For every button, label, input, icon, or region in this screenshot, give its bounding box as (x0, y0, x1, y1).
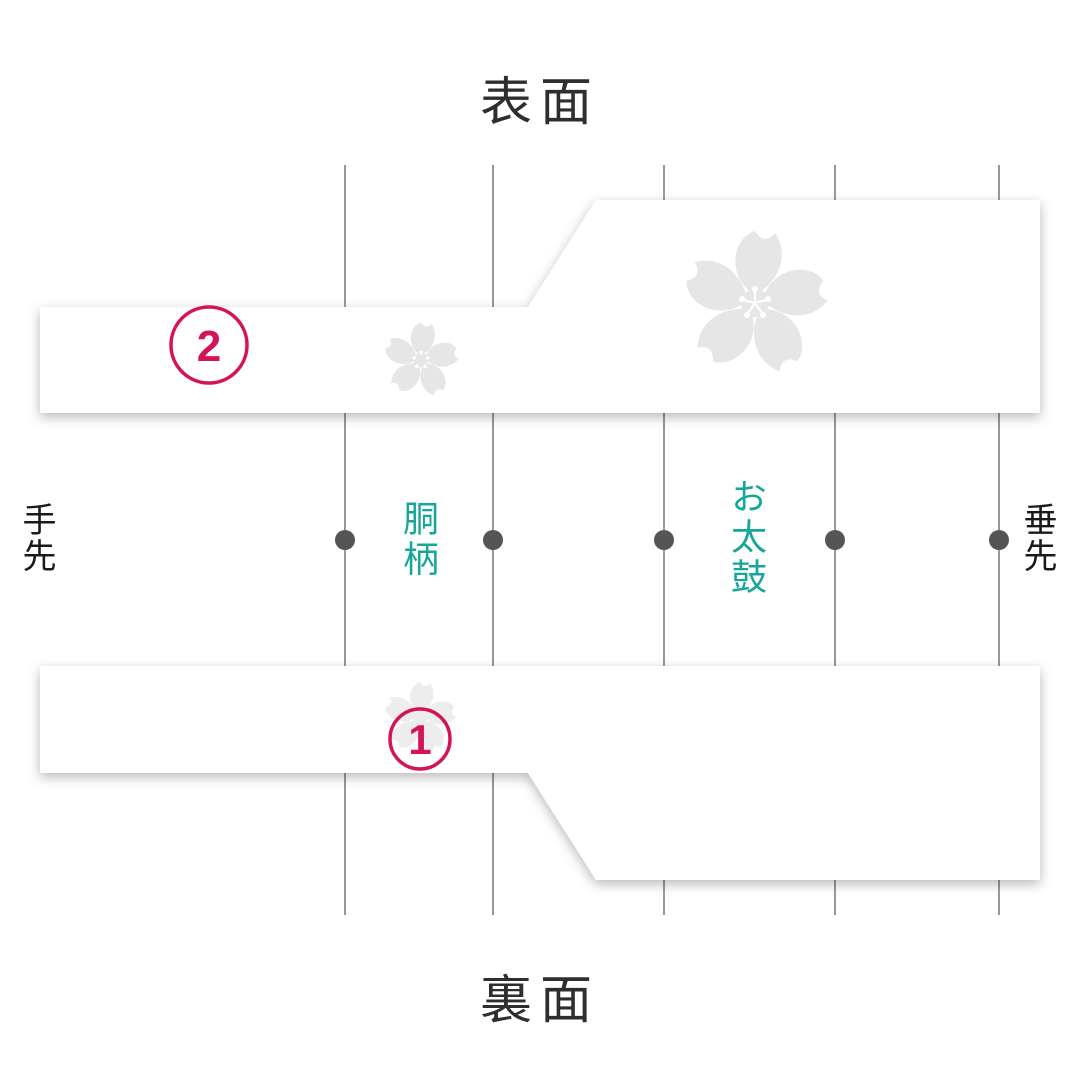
marker-1: 1 (388, 707, 452, 771)
front-obi-band (40, 200, 1040, 413)
right-end-label: 垂先 (1017, 502, 1057, 574)
large-sakura-icon (686, 231, 828, 372)
guide-dot-4 (825, 530, 845, 550)
back-sakura-icon (385, 682, 457, 753)
front-side-title: 表面 (479, 73, 600, 133)
back-obi-band (40, 666, 1040, 880)
left-end-label: 手先 (16, 502, 56, 574)
guide-dots (335, 530, 1009, 550)
guide-dot-1 (335, 530, 355, 550)
marker-2: 2 (169, 305, 249, 385)
small-sakura-icon (385, 322, 459, 396)
guide-dot-2 (483, 530, 503, 550)
back-side-title: 裏面 (479, 971, 600, 1031)
marker-2-label: 2 (197, 322, 221, 371)
body-pattern-label: 胴柄 (397, 500, 438, 580)
taiko-label: お太鼓 (725, 478, 766, 598)
marker-1-label: 1 (408, 716, 431, 763)
guide-dot-3 (654, 530, 674, 550)
guide-dot-5 (989, 530, 1009, 550)
